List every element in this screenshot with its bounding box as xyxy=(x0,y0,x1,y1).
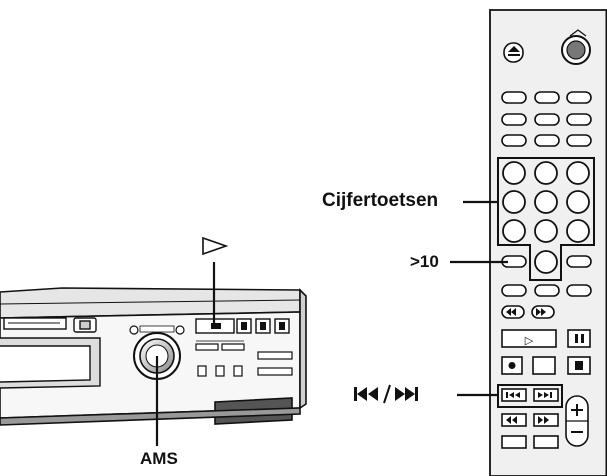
eject-icon xyxy=(508,46,520,52)
remote-play-row[interactable] xyxy=(501,329,591,348)
remote-rec-stop-row[interactable] xyxy=(501,356,591,375)
previous-next-track-icon xyxy=(354,384,418,404)
deck-display xyxy=(0,337,101,389)
number-keys-label: Cijfertoetsen xyxy=(322,190,439,211)
remote-lower-buttons[interactable] xyxy=(501,395,589,449)
remote-top-controls[interactable] xyxy=(503,29,591,65)
ams-label: AMS xyxy=(140,449,178,468)
callout-lines xyxy=(155,200,508,446)
number-keys[interactable] xyxy=(502,161,590,274)
gt10-label: >10 xyxy=(410,252,439,271)
remote-skip-buttons[interactable] xyxy=(497,384,563,408)
deck-play-button[interactable] xyxy=(211,323,221,329)
remote-search-buttons[interactable] xyxy=(501,284,592,319)
volume-up-icon xyxy=(571,404,583,416)
deck-small-buttons[interactable] xyxy=(195,340,293,377)
remote-pill-buttons[interactable] xyxy=(501,91,592,147)
remote-row-gt10[interactable] xyxy=(501,255,592,268)
remote-play-icon: ▷ xyxy=(525,334,534,347)
number-keys-frame xyxy=(497,157,595,281)
deck-transport-buttons[interactable] xyxy=(195,318,290,334)
remote-play-button[interactable] xyxy=(501,329,557,348)
disc-slot xyxy=(3,317,97,333)
eject-button[interactable] xyxy=(503,42,524,63)
play-outline-triangle-icon xyxy=(202,236,229,256)
